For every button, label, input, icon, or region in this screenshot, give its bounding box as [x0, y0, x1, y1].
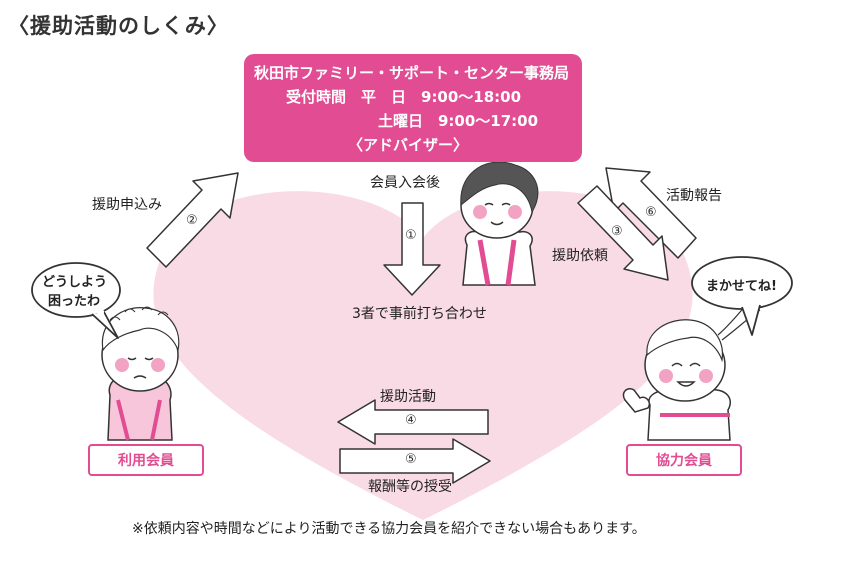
arrow-application [146, 172, 239, 268]
arrow-payment [339, 438, 491, 484]
weekday-hours: 受付時間 平 日 9:00〜18:00 [286, 88, 522, 106]
arrow-activity-report [605, 167, 697, 259]
page-title: 〈援助活動のしくみ〉 [8, 14, 229, 38]
label-activity-report: 活動報告 [666, 188, 722, 204]
advisor-illustration [460, 161, 539, 286]
arrow-request [577, 185, 669, 281]
label-request: 援助依頼 [552, 248, 608, 264]
helper-bubble-text: まかせてね! [706, 279, 777, 294]
user-member-illustration [101, 306, 180, 441]
support-center-box: 秋田市ファミリー・サポート・センター事務局 受付時間 平 日 9:00〜18:0… [244, 54, 582, 162]
step-4: ④ [405, 413, 417, 428]
label-meeting: 3者で事前打ち合わせ [352, 306, 487, 322]
user-member-button[interactable]: 利用会員 [88, 444, 204, 476]
step-6: ⑥ [645, 205, 657, 220]
helper-member-illustration [622, 294, 761, 441]
label-application: 援助申込み [92, 197, 162, 213]
user-speech-bubble [31, 262, 121, 339]
footnote: ※依頼内容や時間などにより活動できる協力会員を紹介できない場合もあります。 [132, 521, 646, 537]
label-payment: 報酬等の授受 [368, 479, 452, 495]
helper-member-button[interactable]: 協力会員 [626, 444, 742, 476]
label-activity: 援助活動 [380, 389, 436, 405]
step-1: ① [405, 228, 417, 243]
step-5: ⑤ [405, 452, 417, 467]
step-3: ③ [611, 224, 623, 239]
label-after-join: 会員入会後 [370, 175, 440, 191]
advisor-label: 〈アドバイザー〉 [348, 136, 469, 154]
arrow-after-join [383, 202, 441, 296]
saturday-hours: 土曜日 9:00〜17:00 [378, 112, 539, 130]
user-bubble-line1: どうしよう [42, 275, 108, 290]
center-name: 秋田市ファミリー・サポート・センター事務局 [254, 64, 570, 82]
heart-shape [153, 191, 693, 520]
arrow-activity [337, 399, 489, 445]
step-2: ② [186, 213, 198, 228]
user-bubble-line2: 困ったわ [48, 294, 101, 309]
helper-speech-bubble [691, 256, 793, 336]
